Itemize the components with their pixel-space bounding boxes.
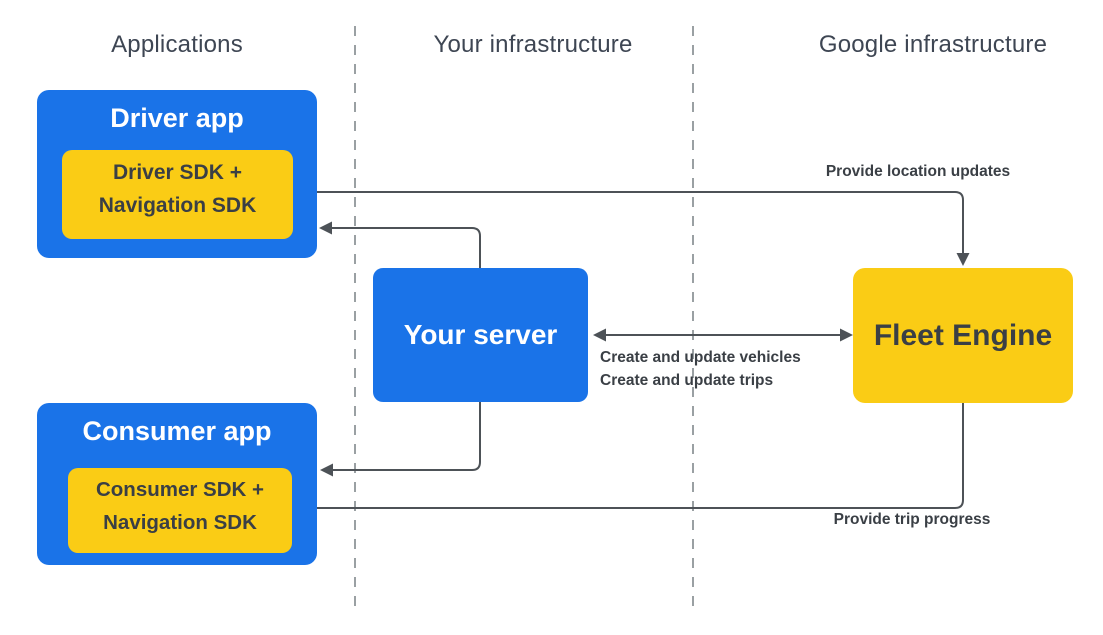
edge-your-server-to-driver-app xyxy=(319,221,481,268)
fleet-engine-box: Fleet Engine xyxy=(853,268,1073,403)
driver-sdk-box: Driver SDK + Navigation SDK xyxy=(62,150,293,239)
driver-sdk-label-line2: Navigation SDK xyxy=(98,194,257,217)
driver-sdk-label-line1: Driver SDK + xyxy=(113,161,242,184)
driver-app-title: Driver app xyxy=(110,103,244,133)
edge-fleet-engine-to-consumer-sdk xyxy=(295,403,964,515)
fleet-engine-title: Fleet Engine xyxy=(873,318,1053,352)
column-divider-right xyxy=(692,26,694,608)
edge-label-provide-location-updates: Provide location updates xyxy=(825,163,1011,180)
consumer-app-title: Consumer app xyxy=(82,416,272,446)
consumer-sdk-label-line1: Consumer SDK + xyxy=(95,478,265,501)
column-divider-left xyxy=(354,26,356,608)
edge-driver-sdk-to-fleet-engine xyxy=(293,191,970,266)
consumer-sdk-box: Consumer SDK + Navigation SDK xyxy=(68,468,292,553)
edge-label-create-update-trips: Create and update trips xyxy=(600,372,774,389)
column-header-applications: Applications xyxy=(111,31,243,58)
consumer-sdk-label-line2: Navigation SDK xyxy=(103,511,257,534)
consumer-app-box: Consumer app Consumer SDK + Navigation S… xyxy=(37,403,317,565)
your-server-box: Your server xyxy=(373,268,588,402)
edge-label-create-update-vehicles: Create and update vehicles xyxy=(600,349,801,366)
edge-label-create-update: Create and update vehicles Create and up… xyxy=(600,346,801,392)
driver-app-box: Driver app Driver SDK + Navigation SDK xyxy=(37,90,317,258)
column-header-google-infrastructure: Google infrastructure xyxy=(818,31,1048,58)
edge-your-server-to-consumer-app xyxy=(320,402,481,477)
column-header-your-infrastructure: Your infrastructure xyxy=(433,31,633,58)
your-server-title: Your server xyxy=(403,319,558,350)
edge-your-server-fleet-engine-bidirectional xyxy=(593,328,853,342)
edge-label-provide-trip-progress: Provide trip progress xyxy=(833,511,991,528)
